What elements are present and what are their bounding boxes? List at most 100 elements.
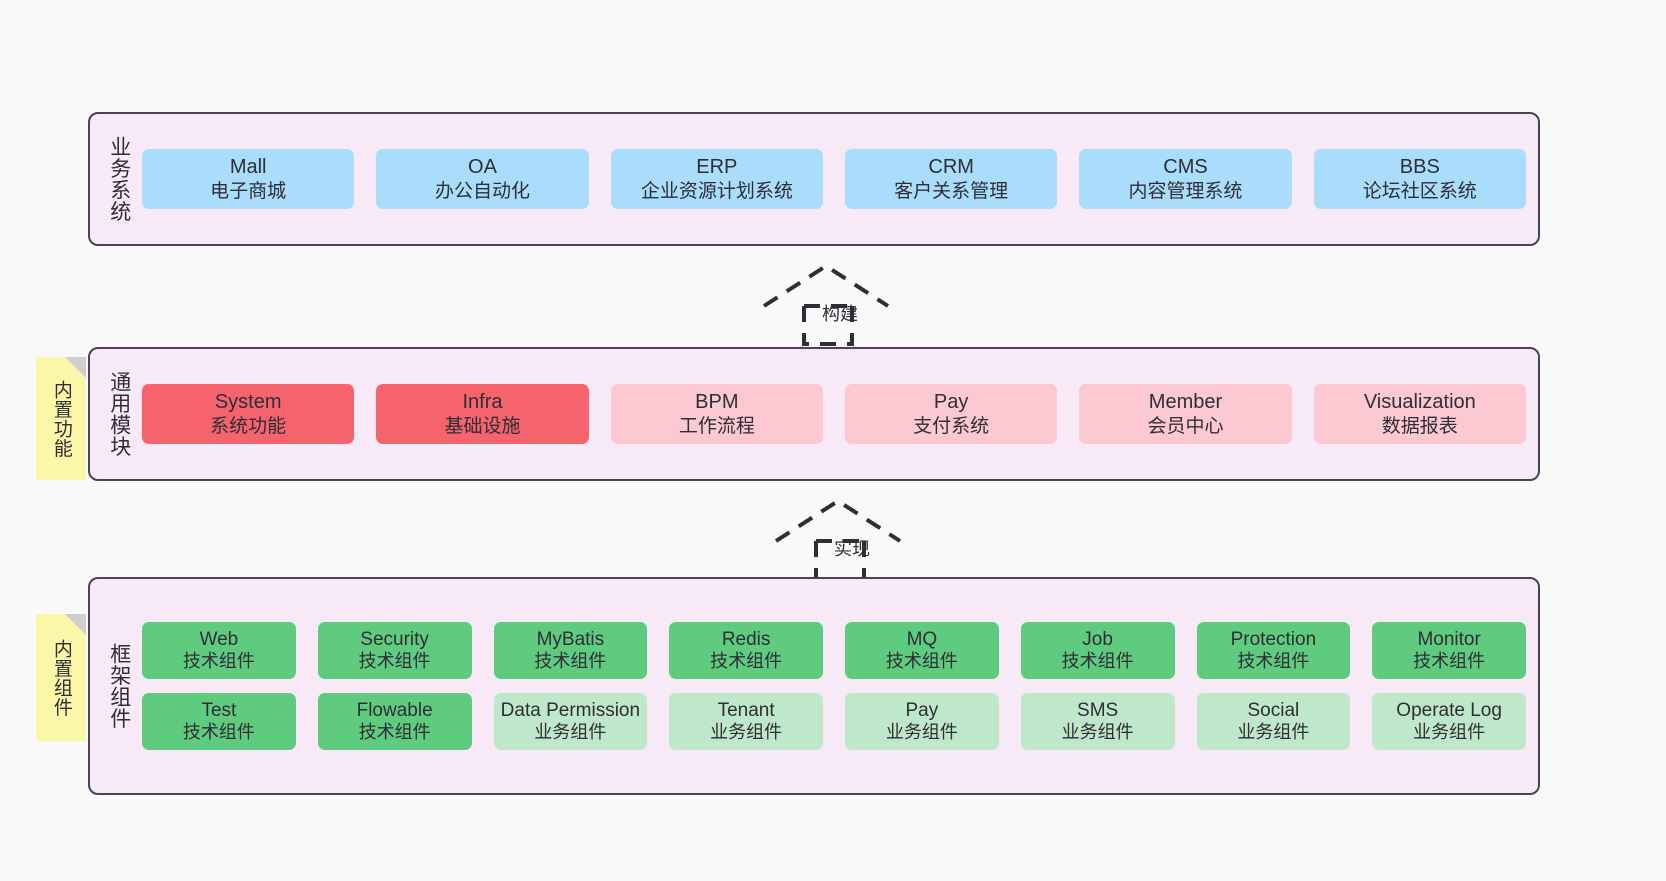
node-subtitle: 数据报表	[1381, 415, 1458, 437]
node-subtitle: 技术组件	[710, 651, 783, 672]
node-mq[interactable]: MQ 技术组件	[845, 621, 999, 679]
node-title: CMS	[1163, 156, 1208, 179]
node-title: Infra	[462, 391, 503, 414]
node-subtitle: 业务组件	[1237, 722, 1310, 743]
node-title: Data Permission	[500, 700, 641, 721]
node-job[interactable]: Job 技术组件	[1020, 621, 1175, 679]
node-title: Pay	[905, 700, 939, 721]
node-subtitle: 技术组件	[885, 651, 958, 672]
node-row: Test 技术组件 Flowable 技术组件 Data Permission …	[142, 693, 1526, 751]
node-subtitle: 技术组件	[1413, 651, 1486, 672]
node-title: BBS	[1399, 156, 1440, 179]
node-bbs[interactable]: BBS 论坛社区系统	[1313, 149, 1526, 209]
node-title: Redis	[721, 628, 771, 650]
node-title: Monitor	[1417, 628, 1481, 650]
node-title: CRM	[928, 156, 974, 179]
node-title: Operate Log	[1396, 700, 1502, 721]
node-erp[interactable]: ERP 企业资源计划系统	[610, 149, 823, 209]
node-subtitle: 电子商城	[210, 180, 287, 202]
connector-label-implement: 实现	[834, 539, 870, 559]
node-member[interactable]: Member 会员中心	[1079, 384, 1292, 444]
node-data-permission[interactable]: Data Permission 业务组件	[493, 693, 648, 751]
node-subtitle: 技术组件	[534, 651, 607, 672]
node-title: Member	[1148, 391, 1223, 414]
connector-build: 构建	[760, 262, 920, 362]
node-title: System	[214, 391, 282, 414]
node-pay-component[interactable]: Pay 业务组件	[845, 693, 999, 751]
node-subtitle: 技术组件	[182, 722, 255, 743]
node-subtitle: 企业资源计划系统	[640, 180, 793, 202]
node-security[interactable]: Security 技术组件	[317, 621, 472, 679]
node-subtitle: 系统功能	[210, 415, 287, 437]
node-mybatis[interactable]: MyBatis 技术组件	[493, 621, 648, 679]
node-title: Job	[1082, 628, 1113, 650]
node-subtitle: 基础设施	[444, 415, 521, 437]
node-protection[interactable]: Protection 技术组件	[1196, 621, 1351, 679]
connector-label-build: 构建	[822, 304, 858, 324]
node-infra[interactable]: Infra 基础设施	[376, 384, 589, 444]
node-title: Visualization	[1363, 391, 1476, 414]
node-subtitle: 会员中心	[1147, 415, 1224, 437]
node-oa[interactable]: OA 办公自动化	[376, 149, 589, 209]
node-subtitle: 业务组件	[885, 722, 958, 743]
node-title: Test	[201, 700, 237, 721]
node-title: Web	[199, 628, 239, 650]
node-subtitle: 业务组件	[1413, 722, 1486, 743]
node-title: BPM	[695, 391, 739, 414]
sticky-note-builtin-function: 内置功能	[36, 357, 86, 480]
node-title: Mall	[229, 156, 267, 179]
node-system[interactable]: System 系统功能	[142, 384, 355, 444]
node-row: Web 技术组件 Security 技术组件 MyBatis 技术组件 Redi…	[142, 621, 1526, 679]
node-test[interactable]: Test 技术组件	[142, 693, 296, 751]
node-social[interactable]: Social 业务组件	[1196, 693, 1351, 751]
node-subtitle: 业务组件	[534, 722, 607, 743]
layer-body-framework-component: Web 技术组件 Security 技术组件 MyBatis 技术组件 Redi…	[136, 589, 1526, 783]
node-cms[interactable]: CMS 内容管理系统	[1079, 149, 1292, 209]
node-subtitle: 客户关系管理	[894, 180, 1009, 202]
node-subtitle: 论坛社区系统	[1362, 180, 1477, 202]
node-subtitle: 技术组件	[358, 651, 431, 672]
node-title: Protection	[1230, 628, 1317, 650]
node-subtitle: 支付系统	[913, 415, 990, 437]
node-bpm[interactable]: BPM 工作流程	[610, 384, 823, 444]
node-subtitle: 业务组件	[710, 722, 783, 743]
node-title: MQ	[906, 628, 938, 650]
node-operate-log[interactable]: Operate Log 业务组件	[1372, 693, 1526, 751]
node-subtitle: 办公自动化	[434, 180, 530, 202]
node-title: Security	[360, 628, 429, 650]
node-visualization[interactable]: Visualization 数据报表	[1313, 384, 1526, 444]
layer-body-business-system: Mall 电子商城 OA 办公自动化 ERP 企业资源计划系统 CRM 客户关系…	[136, 124, 1526, 234]
node-subtitle: 技术组件	[182, 651, 255, 672]
node-subtitle: 工作流程	[678, 415, 755, 437]
node-row: System 系统功能 Infra 基础设施 BPM 工作流程 Pay 支付系统…	[142, 384, 1526, 444]
node-tenant[interactable]: Tenant 业务组件	[669, 693, 823, 751]
layer-title-framework-component: 框架组件	[107, 643, 131, 729]
node-title: Tenant	[717, 700, 775, 721]
node-pay[interactable]: Pay 支付系统	[844, 384, 1058, 444]
sticky-note-label: 内置功能	[50, 379, 72, 458]
layer-body-common-module: System 系统功能 Infra 基础设施 BPM 工作流程 Pay 支付系统…	[136, 359, 1526, 469]
node-subtitle: 内容管理系统	[1128, 180, 1243, 202]
layer-title-common-module: 通用模块	[107, 371, 131, 457]
node-redis[interactable]: Redis 技术组件	[669, 621, 823, 679]
node-sms[interactable]: SMS 业务组件	[1020, 693, 1175, 751]
node-subtitle: 技术组件	[1237, 651, 1310, 672]
node-mall[interactable]: Mall 电子商城	[142, 149, 355, 209]
layer-title-business-system: 业务系统	[107, 136, 131, 222]
node-flowable[interactable]: Flowable 技术组件	[317, 693, 472, 751]
sticky-note-builtin-component: 内置组件	[36, 614, 86, 741]
node-title: Pay	[933, 391, 969, 414]
node-crm[interactable]: CRM 客户关系管理	[844, 149, 1058, 209]
layer-common-module: 通用模块 System 系统功能 Infra 基础设施 BPM 工作流程 Pay…	[88, 347, 1540, 481]
node-title: Flowable	[356, 700, 433, 721]
node-subtitle: 技术组件	[358, 722, 431, 743]
node-subtitle: 业务组件	[1061, 722, 1134, 743]
node-row: Mall 电子商城 OA 办公自动化 ERP 企业资源计划系统 CRM 客户关系…	[142, 149, 1526, 209]
sticky-note-label: 内置组件	[50, 638, 72, 717]
node-web[interactable]: Web 技术组件	[142, 621, 296, 679]
node-title: SMS	[1077, 700, 1119, 721]
node-monitor[interactable]: Monitor 技术组件	[1372, 621, 1526, 679]
node-title: OA	[468, 156, 497, 179]
layer-business-system: 业务系统 Mall 电子商城 OA 办公自动化 ERP 企业资源计划系统 CRM…	[88, 112, 1540, 246]
